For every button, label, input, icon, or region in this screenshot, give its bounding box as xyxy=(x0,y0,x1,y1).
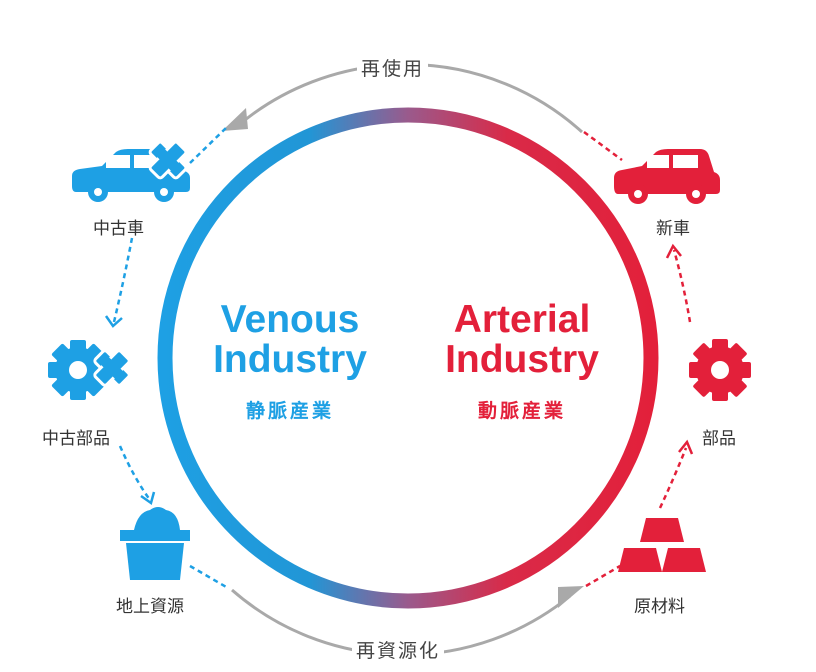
arrowhead-to-newcar xyxy=(665,243,682,259)
arterial-industry-jp: 動脈産業 xyxy=(477,400,566,422)
ingot-stack-icon xyxy=(618,518,706,572)
gear-icon xyxy=(689,339,751,401)
parts-label: 部品 xyxy=(702,429,736,449)
arterial-industry-title: Arterial Industry xyxy=(422,300,622,380)
gear-with-x-icon xyxy=(48,340,131,400)
basket-icon xyxy=(120,507,190,580)
arrowhead-to-parts xyxy=(678,439,694,455)
dash-usedcar-to-usedparts xyxy=(112,237,134,323)
venous-industry-jp: 静脈産業 xyxy=(245,400,334,422)
dash-reuse-to-newcar xyxy=(583,130,623,162)
venous-title-line2: Industry xyxy=(213,338,367,381)
car-icon xyxy=(614,149,720,204)
reuse-arrowhead xyxy=(222,108,248,131)
used-car-label: 中古車 xyxy=(93,219,144,239)
dash-parts-to-newcar xyxy=(672,249,692,323)
used-parts-label: 中古部品 xyxy=(42,429,110,449)
dash-recycle-to-material xyxy=(585,564,621,588)
arrowhead-to-ground xyxy=(140,491,156,506)
arterial-title-line2: Industry xyxy=(445,338,599,381)
new-car-label: 新車 xyxy=(656,219,690,239)
reuse-label: 再使用 xyxy=(357,54,429,81)
arterial-title-line1: Arterial xyxy=(453,298,591,341)
recycle-arrowhead xyxy=(558,586,584,608)
recycle-label: 再資源化 xyxy=(352,636,445,663)
dash-ground-to-recycle xyxy=(189,564,229,590)
venous-title-line1: Venous xyxy=(220,298,360,341)
industry-ring xyxy=(157,107,659,609)
raw-material-label: 原材料 xyxy=(634,597,685,617)
above-ground-resources-label: 地上資源 xyxy=(116,597,184,617)
venous-industry-title: Venous Industry xyxy=(190,300,390,380)
dash-material-to-parts xyxy=(658,447,688,509)
dash-usedcar-to-reuse xyxy=(189,127,227,164)
arrowhead-to-usedparts xyxy=(104,315,123,328)
car-with-x-icon xyxy=(72,140,190,202)
dash-usedparts-to-ground xyxy=(118,445,152,501)
